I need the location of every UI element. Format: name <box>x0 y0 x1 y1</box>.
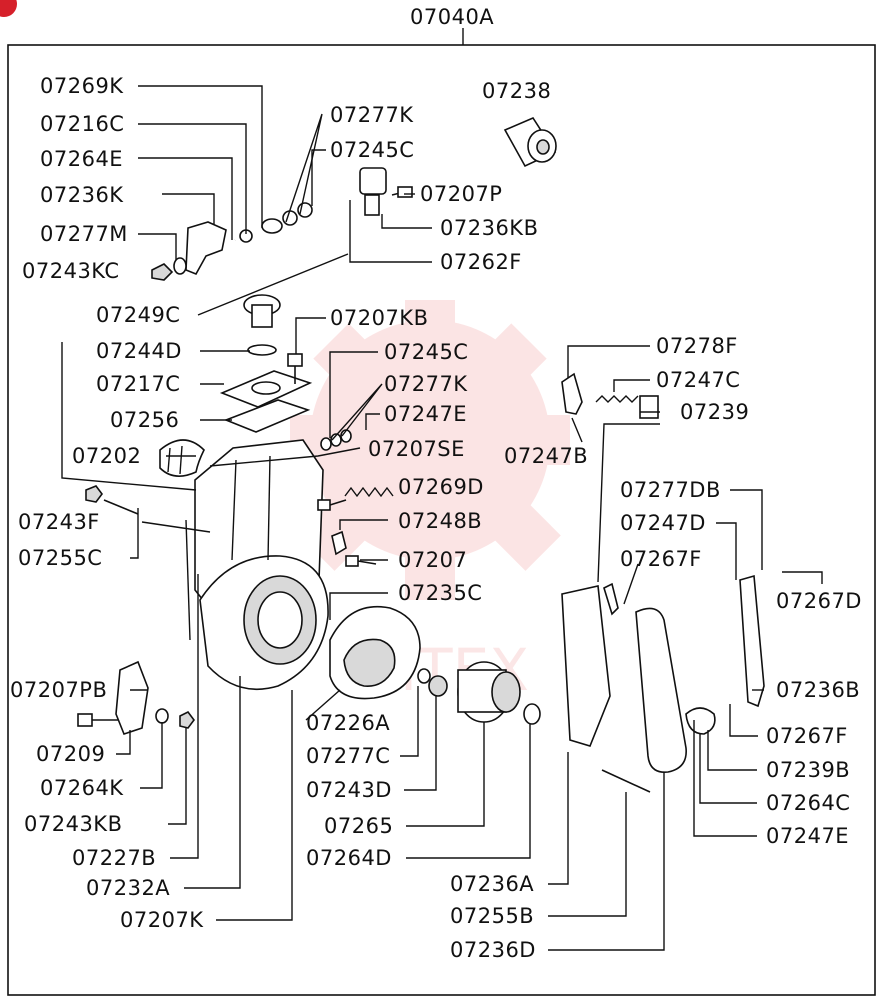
label-07232A: 07232A <box>86 876 170 900</box>
label-07247D: 07247D <box>620 511 706 535</box>
label-07245C-top: 07245C <box>330 138 414 162</box>
label-07226A: 07226A <box>306 711 390 735</box>
washer-07264K <box>155 708 169 724</box>
label-07243KC: 07243KC <box>22 259 120 283</box>
label-07238: 07238 <box>482 79 551 103</box>
label-07239: 07239 <box>680 400 749 424</box>
label-07265: 07265 <box>324 814 393 838</box>
label-07248B: 07248B <box>398 509 482 533</box>
label-07278F: 07278F <box>656 334 738 358</box>
label-07209: 07209 <box>36 742 105 766</box>
washer-07277C <box>417 668 431 684</box>
nut-07243KB <box>179 710 195 729</box>
spring-07269D <box>344 486 394 498</box>
label-07207K: 07207K <box>120 908 204 932</box>
cage-07226A <box>329 606 421 700</box>
screw-07207P <box>391 186 413 198</box>
label-07245C: 07245C <box>384 340 468 364</box>
label-07277M: 07277M <box>40 222 128 246</box>
lever-07236D <box>635 607 687 773</box>
rod-07255C <box>103 499 139 515</box>
label-07264C: 07264C <box>766 791 850 815</box>
lever-07236A <box>561 582 619 747</box>
label-07277DB: 07277DB <box>620 478 721 502</box>
label-07277C: 07277C <box>306 744 390 768</box>
part-07238 <box>503 116 557 168</box>
label-07216C: 07216C <box>40 112 124 136</box>
label-07207P: 07207P <box>420 182 502 206</box>
lever-07236B <box>739 574 765 708</box>
label-07243D: 07243D <box>306 778 392 802</box>
linkage-shaft <box>151 167 387 281</box>
label-07236KB: 07236KB <box>440 216 538 240</box>
label-07235C: 07235C <box>398 581 482 605</box>
assembly-border <box>7 44 876 996</box>
nut-07243D <box>428 675 448 697</box>
label-07256: 07256 <box>110 408 179 432</box>
bracket-07278F <box>561 372 583 415</box>
main-housing <box>185 439 329 691</box>
rod-07247C <box>595 395 659 419</box>
roller-07265 <box>457 661 521 723</box>
label-07239B: 07239B <box>766 758 850 782</box>
bolt-07255B <box>601 769 651 793</box>
label-07277K: 07277K <box>384 372 468 396</box>
leader-lines <box>61 85 823 951</box>
bolt-07207KB <box>287 353 303 384</box>
bracket-07248B <box>331 530 347 556</box>
label-07267D: 07267D <box>776 589 862 613</box>
bracket-07209 <box>77 660 149 735</box>
label-07262F: 07262F <box>440 250 522 274</box>
label-07244D: 07244D <box>96 339 182 363</box>
label-07247E: 07247E <box>766 824 849 848</box>
label-07255C: 07255C <box>18 546 102 570</box>
assembly-label: 07040A <box>410 5 494 29</box>
label-07267F-top: 07267F <box>620 547 702 571</box>
bolt-07207 <box>345 555 377 567</box>
cap-07249C <box>243 294 281 328</box>
washer-07264D <box>523 703 541 725</box>
label-07207SE: 07207SE <box>368 437 465 461</box>
oring-07244D <box>247 344 277 356</box>
label-07207KB: 07207KB <box>330 306 428 330</box>
label-07249C: 07249C <box>96 303 180 327</box>
label-07207: 07207 <box>398 548 467 572</box>
label-07243F: 07243F <box>18 510 100 534</box>
nut-07243F <box>85 485 103 503</box>
clip-07239B <box>685 707 716 735</box>
gasket-07256 <box>223 399 311 433</box>
label-07236B: 07236B <box>776 678 860 702</box>
label-07247E-mid: 07247E <box>384 402 467 426</box>
label-07236K: 07236K <box>40 183 124 207</box>
label-07264E: 07264E <box>40 147 123 171</box>
label-07264K: 07264K <box>40 776 124 800</box>
label-07227B: 07227B <box>72 846 156 870</box>
corner-badge <box>0 0 17 17</box>
label-07269D: 07269D <box>398 475 484 499</box>
label-07236D: 07236D <box>450 938 536 962</box>
label-07247C: 07247C <box>656 368 740 392</box>
label-07277K-top: 07277K <box>330 103 414 127</box>
label-07217C: 07217C <box>96 372 180 396</box>
plate-07217C <box>219 370 313 408</box>
label-07255B: 07255B <box>450 904 534 928</box>
label-07267F: 07267F <box>766 724 848 748</box>
screw-07207SE <box>317 499 347 511</box>
boot-07202 <box>159 439 205 477</box>
part-labels: 07269K 07216C 07264E 07236K 07277M 07243… <box>10 74 862 962</box>
label-07264D: 07264D <box>306 846 392 870</box>
label-07236A: 07236A <box>450 872 534 896</box>
label-07202: 07202 <box>72 444 141 468</box>
label-07247B: 07247B <box>504 444 588 468</box>
label-07243KB: 07243KB <box>24 812 122 836</box>
label-07207PB: 07207PB <box>10 678 107 702</box>
washers-07245C <box>320 429 352 451</box>
label-07269K: 07269K <box>40 74 124 98</box>
